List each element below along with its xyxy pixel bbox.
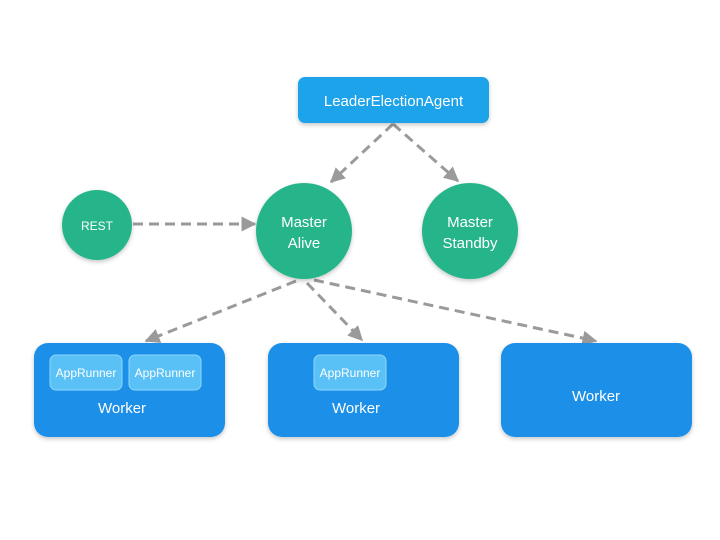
app-runner-label: AppRunner [320,366,381,380]
leader-election-agent-node: LeaderElectionAgent [298,77,489,123]
rest-node: REST [62,190,132,260]
master-standby-node: Master Standby [422,183,518,279]
rest-label: REST [81,219,114,233]
arrow-agent-to-master-standby [392,122,460,183]
worker-node-2: AppRunner Worker [268,343,459,437]
connectors [133,122,598,346]
arrow-master-to-worker-3 [313,278,598,346]
app-runner-1-2: AppRunner [128,354,202,391]
app-runner-label: AppRunner [135,366,196,380]
app-runner-label: AppRunner [56,366,117,380]
app-runner-2-1: AppRunner [313,354,387,391]
worker-node-1: AppRunner AppRunner Worker [34,343,225,437]
master-alive-label-line2: Alive [288,235,321,252]
arrow-master-to-worker-1 [144,279,297,343]
worker-3-label: Worker [572,388,620,405]
worker-node-3: Worker [501,343,692,437]
worker-1-label: Worker [98,400,146,417]
arrow-agent-to-master-alive [329,122,395,184]
master-standby-label-line2: Standby [442,235,498,252]
master-alive-label-line1: Master [281,214,327,231]
arrow-master-to-worker-2 [305,281,364,342]
master-standby-label-line1: Master [447,214,493,231]
leader-election-agent-label: LeaderElectionAgent [324,93,464,110]
worker-2-label: Worker [332,400,380,417]
app-runner-1-1: AppRunner [49,354,123,391]
master-alive-node: Master Alive [256,183,352,279]
